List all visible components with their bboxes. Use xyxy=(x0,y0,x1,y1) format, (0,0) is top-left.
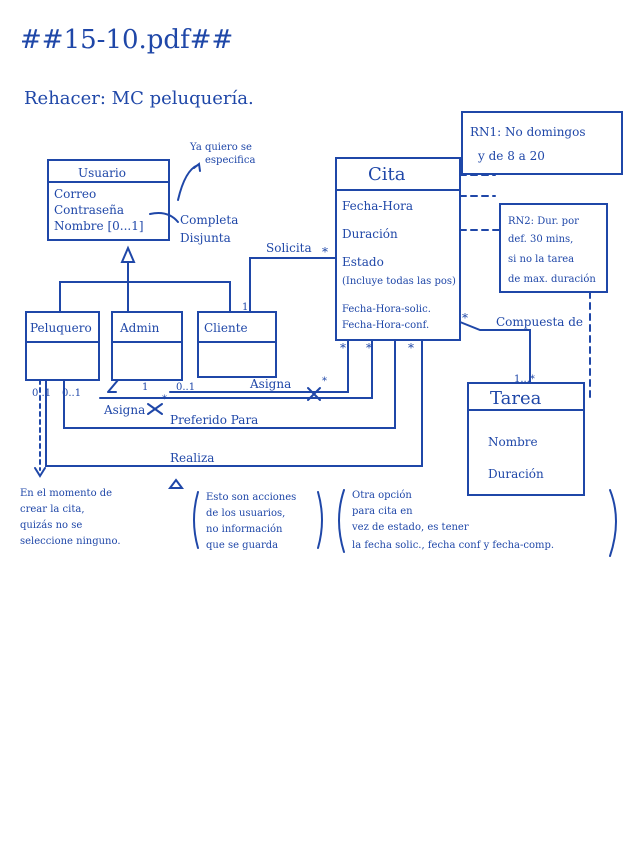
mult-tarea: 1...* xyxy=(514,374,535,385)
gen-line-branches xyxy=(59,281,231,313)
cita-attr: Fecha-Hora xyxy=(342,199,413,213)
note-bottom-right: Otra opción xyxy=(352,490,412,501)
bracket-right-2 xyxy=(609,489,617,557)
tarea-class-box xyxy=(467,382,585,496)
solicita-label: Solicita xyxy=(266,241,312,255)
peluquero-class-box xyxy=(25,311,100,381)
note-bottom-left: seleccione ninguno. xyxy=(20,536,121,547)
mult-asigna-star: * xyxy=(322,376,327,387)
mult-cita-3: * xyxy=(408,341,414,355)
mult-cliente: 0..1 xyxy=(176,382,195,393)
admin-name: Admin xyxy=(119,321,160,335)
rn2-note-box xyxy=(499,203,608,293)
rn2-text: RN2: Dur. por xyxy=(508,216,579,227)
page-subtitle: Rehacer: MC peluquería. xyxy=(24,88,254,109)
mult-cita-2: * xyxy=(366,341,372,355)
bracket-left-2 xyxy=(338,489,345,553)
cita-name: Cita xyxy=(368,164,406,185)
asigna-arrowhead xyxy=(107,379,119,393)
note-bottom-right: vez de estado, es tener xyxy=(351,522,469,533)
mult-peluquero-2: 0..1 xyxy=(62,388,81,399)
note-bottom-left: crear la cita, xyxy=(20,504,85,515)
cita-attr: Fecha-Hora-conf. xyxy=(342,320,429,331)
tarea-attr: Duración xyxy=(488,467,544,481)
mult-cita-1: * xyxy=(340,341,346,355)
note-bottom-left: quizás no se xyxy=(20,520,82,531)
disjunta-label: Disjunta xyxy=(180,231,231,245)
tarea-name: Tarea xyxy=(490,388,542,409)
tarea-attr: Nombre xyxy=(488,435,538,449)
rn1-text: y de 8 a 20 xyxy=(477,149,545,163)
note-bottom-right: para cita en xyxy=(352,506,413,517)
cita-attr: Fecha-Hora-solic. xyxy=(342,304,431,315)
peluquero-pointer-head xyxy=(34,467,46,478)
cita-attr: (Incluye todas las pos) xyxy=(342,276,456,287)
note-ya-quiero: Ya quiero se xyxy=(189,142,252,153)
note-bottom-mid: Esto son acciones xyxy=(206,492,296,503)
mult-pref-star: * xyxy=(462,311,468,325)
bracket-left-1 xyxy=(193,491,199,549)
completa-label: Completa xyxy=(180,213,238,227)
mult-peluquero-1: 0..1 xyxy=(32,388,51,399)
usuario-attr: Contraseña xyxy=(54,203,124,217)
generalization-triangle xyxy=(120,245,136,263)
note-bottom-mid: de los usuarios, xyxy=(206,508,285,519)
rn1-note-box xyxy=(461,111,623,175)
mult-admin-b: * xyxy=(162,394,167,405)
usuario-class-box xyxy=(47,159,170,241)
usuario-attr: Correo xyxy=(54,187,96,201)
asigna-label-2: Asigna xyxy=(103,403,145,417)
cita-class-box xyxy=(335,157,461,341)
note-bottom-mid: que se guarda xyxy=(206,540,278,551)
usuario-name: Usuario xyxy=(78,166,126,180)
bracket-right-1 xyxy=(317,491,323,549)
peluquero-name: Peluquero xyxy=(30,321,92,335)
cliente-class-box xyxy=(197,311,277,378)
mult-solicita-cita: * xyxy=(322,245,328,259)
page-title: ##15-10.pdf## xyxy=(20,25,233,55)
note-arrow-ya xyxy=(177,164,199,201)
delta-symbol xyxy=(168,478,184,489)
note-bottom-left: En el momento de xyxy=(20,488,112,499)
usuario-attr: Nombre [0...1] xyxy=(54,219,144,233)
mult-solicita-cliente: 1 xyxy=(242,302,248,313)
note-ya-quiero: especifica xyxy=(205,155,255,166)
solicita-line xyxy=(249,257,337,313)
rn1-text: RN1: No domingos xyxy=(470,125,585,139)
rn2-text: de max. duración xyxy=(508,274,596,285)
preferido-label: Preferido Para xyxy=(170,413,258,427)
mult-admin-a: 1 xyxy=(142,382,148,393)
asigna-x-d xyxy=(307,387,321,401)
cliente-name: Cliente xyxy=(204,321,248,335)
admin-class-box xyxy=(111,311,183,381)
note-arrowhead xyxy=(193,162,201,172)
realiza-line xyxy=(45,339,423,467)
cita-attr: Estado xyxy=(342,255,384,269)
rn2-text: si no la tarea xyxy=(508,254,574,265)
asigna-line-2 xyxy=(99,339,373,399)
compuesta-label: Compuesta de xyxy=(496,315,583,329)
compuesta-line xyxy=(459,321,531,384)
preferido-line xyxy=(63,339,396,429)
note-bottom-right: la fecha solic., fecha conf y fecha-comp… xyxy=(352,540,554,551)
asigna-line-1 xyxy=(169,339,349,393)
realiza-label: Realiza xyxy=(170,451,214,465)
completa-pointer xyxy=(149,212,179,223)
note-bottom-mid: no información xyxy=(206,524,283,535)
asigna-label-1: Asigna xyxy=(249,377,291,391)
rn2-text: def. 30 mins, xyxy=(508,234,573,245)
asigna-x-b xyxy=(147,403,163,415)
cita-attr: Duración xyxy=(342,227,398,241)
